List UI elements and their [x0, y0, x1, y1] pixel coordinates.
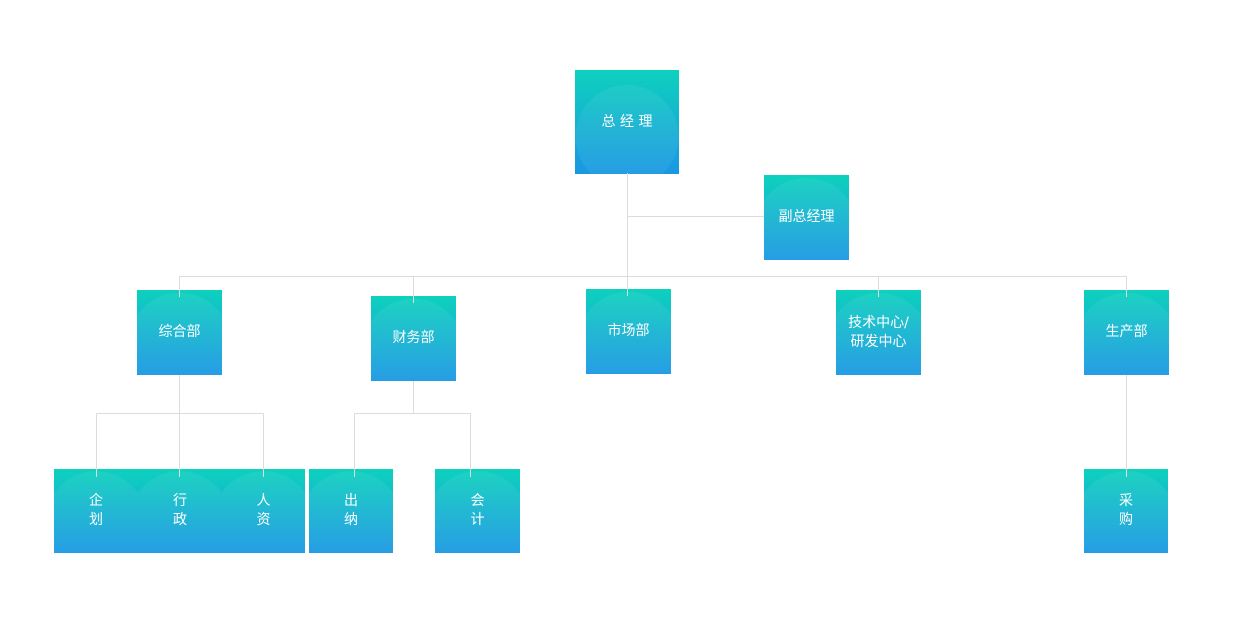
node-finance-dept-label: 财务部	[392, 330, 435, 346]
node-marketing-dept: 市场部	[586, 289, 671, 374]
node-procurement-label: 采 购	[1119, 493, 1133, 528]
node-deputy-general-manager-label: 副总经理	[778, 209, 835, 225]
node-human-resources: 人 资	[222, 469, 305, 553]
node-general-affairs-dept: 综合部	[137, 290, 222, 375]
node-accounting: 会 计	[435, 469, 520, 553]
node-tech-rd-center-label: 技术中心/ 研发中心	[848, 314, 909, 350]
node-procurement: 采 购	[1084, 469, 1168, 553]
node-finance-dept: 财务部	[371, 296, 456, 381]
node-tech-rd-center: 技术中心/ 研发中心	[836, 290, 921, 375]
node-accounting-label: 会 计	[470, 493, 485, 528]
node-planning: 企 划	[54, 469, 138, 553]
node-planning-label: 企 划	[89, 493, 103, 528]
node-general-manager: 总 经 理	[575, 70, 679, 174]
node-general-affairs-dept-label: 综合部	[158, 324, 201, 340]
node-cashier-label: 出 纳	[344, 493, 358, 528]
node-marketing-dept-label: 市场部	[607, 323, 650, 339]
node-administration-label: 行 政	[173, 493, 187, 528]
node-production-dept-label: 生产部	[1105, 324, 1148, 340]
node-administration: 行 政	[138, 469, 222, 553]
node-cashier: 出 纳	[309, 469, 393, 553]
node-human-resources-label: 人 资	[256, 493, 271, 528]
node-production-dept: 生产部	[1084, 290, 1169, 375]
node-deputy-general-manager: 副总经理	[764, 175, 849, 260]
node-general-manager-label: 总 经 理	[601, 113, 653, 130]
